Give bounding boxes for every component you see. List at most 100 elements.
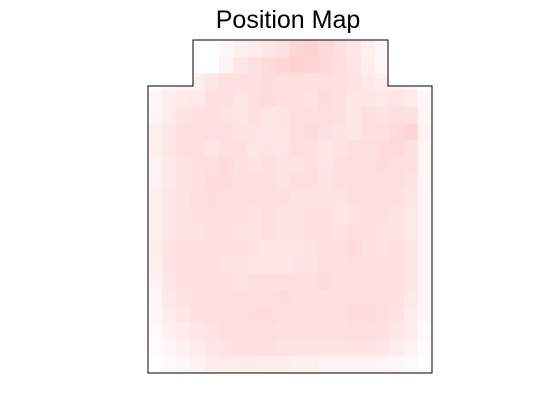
heatmap-cell	[233, 323, 248, 341]
heatmap-cell	[332, 89, 348, 108]
heatmap-cell	[204, 73, 220, 91]
heatmap-cell	[403, 323, 419, 341]
heatmap-cell	[346, 223, 362, 241]
heatmap-cell	[304, 289, 319, 307]
heatmap-cell	[176, 40, 192, 58]
heatmap-cell	[148, 189, 163, 208]
heatmap-cell	[190, 40, 206, 58]
heatmap-cell	[261, 40, 277, 58]
heatmap-cell	[162, 123, 177, 141]
heatmap-cell	[290, 106, 305, 124]
heatmap-cell	[247, 339, 263, 357]
heatmap-cell	[233, 206, 248, 224]
heatmap-cell	[304, 156, 319, 174]
heatmap-cell	[389, 56, 405, 74]
heatmap-cell	[304, 123, 319, 141]
heatmap-cell	[389, 73, 405, 91]
heatmap-cell	[148, 223, 163, 241]
heatmap-cell	[219, 173, 234, 191]
heatmap-cell	[148, 56, 163, 74]
heatmap-cell	[375, 89, 390, 108]
heatmap-cell	[190, 89, 206, 108]
heatmap-cell	[162, 289, 177, 307]
heatmap-cell	[148, 273, 163, 291]
heatmap-cell	[162, 206, 177, 224]
heatmap-cell	[275, 273, 291, 291]
heatmap-cell	[261, 323, 277, 341]
heatmap-cell	[233, 106, 248, 124]
heatmap-cell	[233, 356, 248, 373]
heatmap-cell	[204, 173, 220, 191]
heatmap-cell	[261, 273, 277, 291]
heatmap-cell	[389, 156, 405, 174]
heatmap-cell	[204, 323, 220, 341]
heatmap-cell	[417, 273, 432, 291]
heatmap-cell	[261, 89, 277, 108]
heatmap-cell	[148, 239, 163, 258]
heatmap-cell	[318, 323, 334, 341]
heatmap-cell	[403, 223, 419, 241]
heatmap-cell	[261, 73, 277, 91]
heatmap-cell	[417, 256, 432, 274]
heatmap-cell	[219, 56, 234, 74]
heatmap-cell	[346, 139, 362, 158]
heatmap-cell	[247, 106, 263, 124]
heatmap-cell	[375, 339, 390, 357]
heatmap-cell	[275, 89, 291, 108]
heatmap-cell	[304, 239, 319, 258]
heatmap-cell	[346, 106, 362, 124]
heatmap-cell	[176, 89, 192, 108]
heatmap-cell	[219, 40, 234, 58]
heatmap-cell	[304, 106, 319, 124]
heatmap-cell	[261, 106, 277, 124]
heatmap-cell	[233, 189, 248, 208]
heatmap-cell	[290, 40, 305, 58]
heatmap-cell	[417, 106, 432, 124]
heatmap-cell	[346, 123, 362, 141]
heatmap-cell	[190, 239, 206, 258]
heatmap-cell	[403, 239, 419, 258]
heatmap-cell	[204, 123, 220, 141]
heatmap-cell	[261, 139, 277, 158]
heatmap-cell	[176, 123, 192, 141]
heatmap-cell	[318, 356, 334, 373]
heatmap-cell	[233, 223, 248, 241]
heatmap-cell	[176, 289, 192, 307]
heatmap-cell	[417, 73, 432, 91]
heatmap-cell	[219, 273, 234, 291]
heatmap-cell	[361, 139, 376, 158]
heatmap-cell	[247, 73, 263, 91]
heatmap-cell	[162, 323, 177, 341]
heatmap-cell	[148, 173, 163, 191]
heatmap-cell	[176, 356, 192, 373]
heatmap-cell	[389, 40, 405, 58]
heatmap-cell	[346, 156, 362, 174]
heatmap-cell	[233, 239, 248, 258]
heatmap-cell	[162, 106, 177, 124]
heatmap-cell	[403, 40, 419, 58]
heatmap-cell	[290, 339, 305, 357]
heatmap-cell	[332, 156, 348, 174]
heatmap-cell	[375, 156, 390, 174]
heatmap-cell	[361, 206, 376, 224]
heatmap-cell	[204, 139, 220, 158]
heatmap-cell	[190, 339, 206, 357]
heatmap-cell	[247, 223, 263, 241]
heatmap-cell	[403, 206, 419, 224]
heatmap-cell	[247, 323, 263, 341]
heatmap-cell	[318, 106, 334, 124]
heatmap-cell	[190, 173, 206, 191]
heatmap-cell	[219, 356, 234, 373]
heatmap-cell	[346, 239, 362, 258]
heatmap-cell	[190, 106, 206, 124]
heatmap-cell	[190, 306, 206, 324]
heatmap-cell	[417, 156, 432, 174]
heatmap-cell	[162, 239, 177, 258]
heatmap-cell	[375, 323, 390, 341]
heatmap-cell	[176, 223, 192, 241]
heatmap-cell	[233, 256, 248, 274]
heatmap-cell	[219, 323, 234, 341]
heatmap-cell	[219, 223, 234, 241]
heatmap-cell	[247, 206, 263, 224]
heatmap-cell	[176, 273, 192, 291]
